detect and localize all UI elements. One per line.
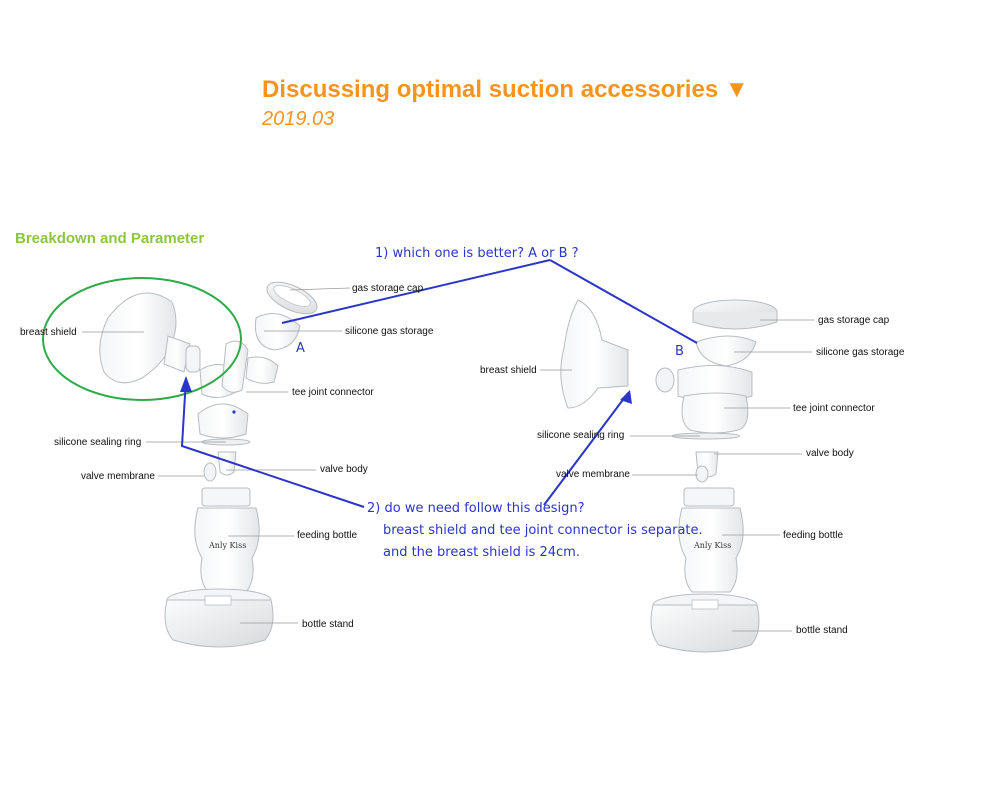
b-label-valve-body: valve body [806,448,854,459]
design-b-leaders [540,319,814,632]
arrowhead-b [620,390,632,404]
a-label-feeding-bottle: feeding bottle [297,530,358,541]
a-label-bottle-stand: bottle stand [302,619,354,630]
a-label-breast-shield: breast shield [20,327,77,338]
brand-b: Anly Kiss [694,541,732,550]
question-1-line-b [549,259,698,344]
question-2-line-2: breast shield and tee joint connector is… [383,523,703,538]
b-label-silicone-sealing-ring: silicone sealing ring [537,430,625,441]
b-label-gas-storage-cap: gas storage cap [818,315,890,326]
a-label-valve-body: valve body [320,464,368,475]
b-tee-joint-connector-part [677,364,753,434]
b-label-valve-membrane: valve membrane [556,469,630,480]
page-title: Discussing optimal suction accessories ▼ [262,76,749,103]
a-label-tee-joint-connector: tee joint connector [292,387,374,398]
brand-a: Anly Kiss [209,541,247,550]
design-a-leaders [82,287,351,624]
a-valve-body-part [217,451,237,476]
design-b-parts [560,299,778,653]
dot-marker [232,410,236,414]
b-label-feeding-bottle: feeding bottle [783,530,844,541]
question-2-line-a [180,377,365,508]
question-1-text: 1) which one is better? A or B ? [375,246,579,261]
a-valve-membrane-part [203,462,217,482]
a-tee-joint-connector-part [197,340,279,439]
b-gas-storage-cap-part [692,299,778,330]
a-breast-shield-part [99,292,201,384]
b-bottle-stand-part [650,593,760,653]
question-2-line-1: 2) do we need follow this design? [367,501,585,516]
b-breast-shield-part [560,299,675,409]
design-a-parts [99,281,318,648]
a-label-gas-storage-cap: gas storage cap [352,283,424,294]
question-1-line-a [281,259,551,324]
arrowhead-a [180,376,192,392]
b-label-breast-shield: breast shield [480,365,537,376]
question-2-line-b [543,392,629,506]
a-feeding-bottle-part [194,487,260,593]
page-date: 2019.03 [262,108,335,130]
b-feeding-bottle-part [678,487,744,593]
a-bottle-stand-part [164,588,274,648]
b-valve-membrane-part [695,465,709,483]
a-gas-storage-cap-part [266,281,318,315]
annotation-lines [180,259,698,508]
marker-a: A [296,341,305,356]
section-title: Breakdown and Parameter [15,230,205,247]
b-label-silicone-gas-storage: silicone gas storage [816,347,905,358]
a-label-silicone-sealing-ring: silicone sealing ring [54,437,142,448]
b-label-tee-joint-connector: tee joint connector [793,403,875,414]
a-silicone-gas-storage-part [254,313,301,351]
a-label-silicone-gas-storage: silicone gas storage [345,326,434,337]
b-silicone-gas-storage-part [695,335,757,367]
a-label-valve-membrane: valve membrane [81,471,155,482]
b-label-bottle-stand: bottle stand [796,625,848,636]
annotation-arrowheads [180,376,632,404]
question-2-line-3: and the breast shield is 24cm. [383,545,580,560]
highlight-ellipse [42,277,242,401]
marker-b: B [675,344,684,359]
